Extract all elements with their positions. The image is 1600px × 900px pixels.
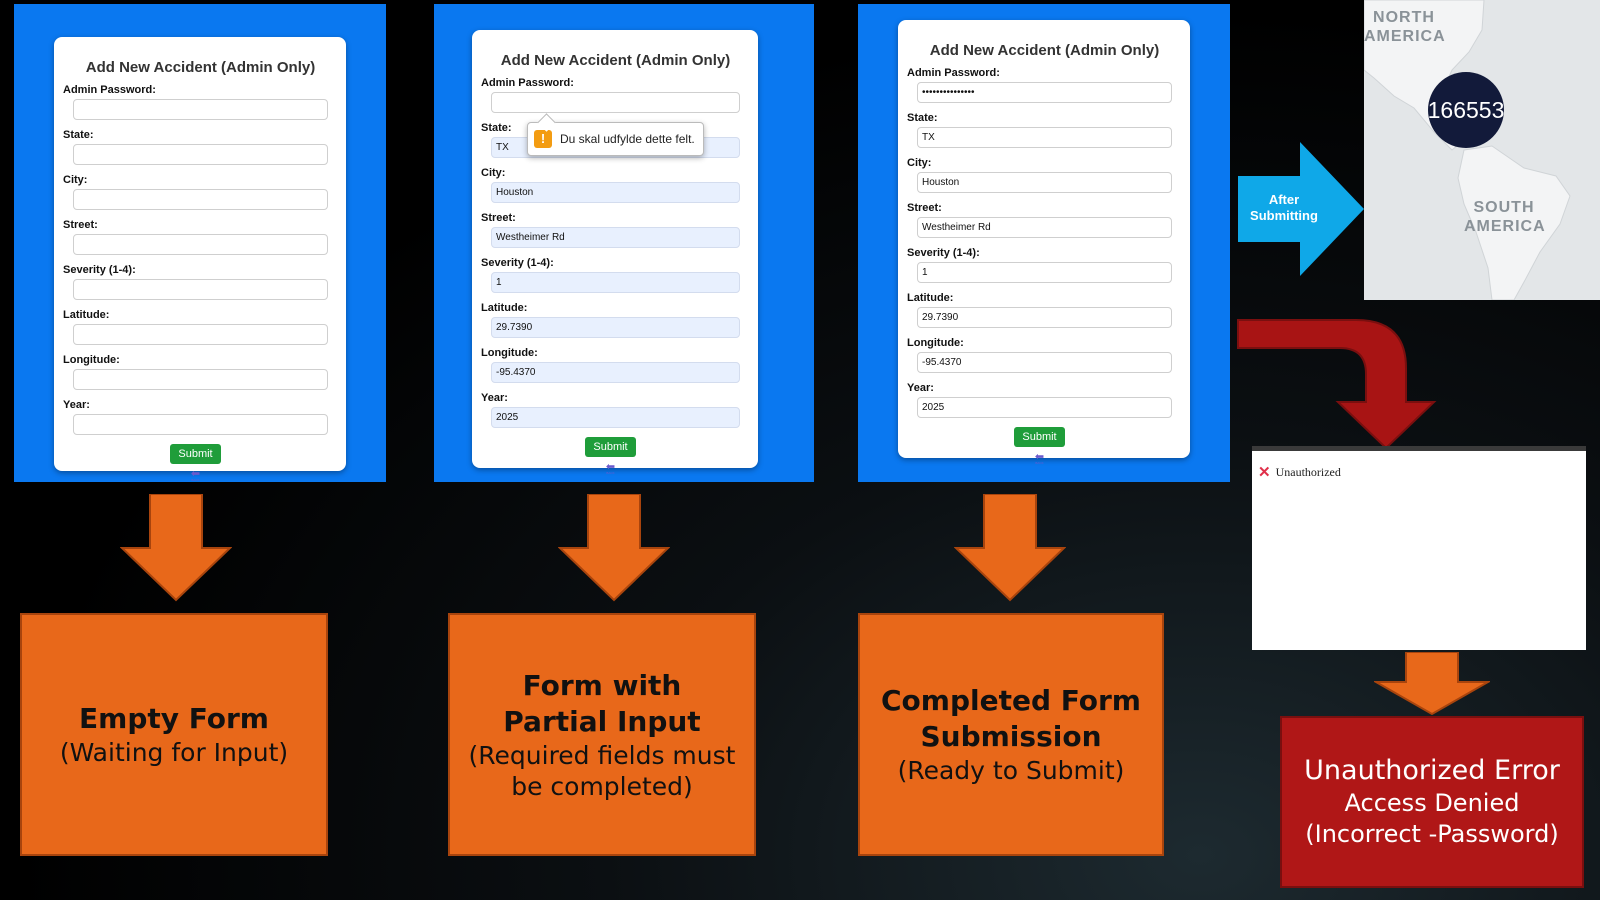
year-label: Year: <box>63 399 90 411</box>
down-arrow-2 <box>558 494 670 602</box>
city-field[interactable]: Houston <box>491 182 740 203</box>
street-label: Street: <box>63 219 98 231</box>
submit-button[interactable]: Submit <box>1014 427 1065 447</box>
latitude-label: Latitude: <box>481 302 528 314</box>
accident-cluster-marker[interactable]: 166553 <box>1428 72 1504 148</box>
required-field-tooltip: ! Du skal udfylde dette felt. <box>527 122 704 156</box>
caption-title: Empty Form <box>79 702 269 735</box>
street-field[interactable]: Westheimer Rd <box>917 217 1172 238</box>
severity-field[interactable]: 1 <box>491 272 740 293</box>
error-title: Unauthorized Error <box>1304 755 1560 786</box>
longitude-field[interactable] <box>73 369 328 390</box>
latitude-field[interactable]: 29.7390 <box>491 317 740 338</box>
password-field[interactable] <box>73 99 328 120</box>
caption-title: Form with Partial Input <box>503 668 701 738</box>
caption-subtitle: (Waiting for Input) <box>59 738 289 767</box>
longitude-label: Longitude: <box>63 354 120 366</box>
south-america-label: SOUTH AMERICA <box>1464 199 1546 235</box>
caption-subtitle: (Required fields must be completed) <box>468 740 736 801</box>
unauthorized-error-caption: Unauthorized Error Access Denied (Incorr… <box>1280 716 1584 888</box>
street-label: Street: <box>907 202 942 214</box>
password-label: Admin Password: <box>481 77 574 89</box>
partial-form-card: Add New Accident (Admin Only) Admin Pass… <box>472 30 758 475</box>
back-button[interactable]: ⬅ BACK <box>188 468 204 484</box>
year-field[interactable]: 2025 <box>491 407 740 428</box>
year-field[interactable]: 2025 <box>917 397 1172 418</box>
unauthorized-text: Unauthorized <box>1275 464 1341 479</box>
form-title: Add New Accident (Admin Only) <box>500 52 731 69</box>
accident-map[interactable]: NORTH AMERICA SOUTH AMERICA 166553 <box>1364 0 1600 300</box>
back-button[interactable]: ⬅ BACK <box>603 461 619 477</box>
latitude-label: Latitude: <box>63 309 110 321</box>
state-label: State: <box>63 129 94 141</box>
curved-down-arrow <box>1237 319 1437 450</box>
latitude-field[interactable] <box>73 324 328 345</box>
longitude-field[interactable]: -95.4370 <box>917 352 1172 373</box>
form-title: Add New Accident (Admin Only) <box>929 42 1160 59</box>
severity-field[interactable]: 1 <box>917 262 1172 283</box>
latitude-field[interactable]: 29.7390 <box>917 307 1172 328</box>
back-label: BACK <box>1035 461 1044 465</box>
severity-label: Severity (1-4): <box>481 257 554 269</box>
severity-field[interactable] <box>73 279 328 300</box>
state-field[interactable] <box>73 144 328 165</box>
street-field[interactable] <box>73 234 328 255</box>
submit-button[interactable]: Submit <box>170 444 221 464</box>
state-field[interactable]: TX <box>917 127 1172 148</box>
caption-subtitle: (Ready to Submit) <box>897 756 1125 785</box>
city-field[interactable] <box>73 189 328 210</box>
year-label: Year: <box>481 392 508 404</box>
caption-empty-form: Empty Form (Waiting for Input) <box>20 613 328 856</box>
complete-form-card: Add New Accident (Admin Only) Admin Pass… <box>898 20 1190 465</box>
city-label: City: <box>63 174 88 186</box>
back-label: BACK <box>191 478 200 482</box>
severity-label: Severity (1-4): <box>907 247 980 259</box>
error-line-2: Access Denied <box>1344 789 1520 817</box>
back-label: BACK <box>606 471 615 475</box>
submit-button[interactable]: Submit <box>585 437 636 457</box>
unauthorized-page-screenshot: ✕ Unauthorized <box>1252 446 1586 650</box>
form-title: Add New Accident (Admin Only) <box>85 59 316 76</box>
state-label: State: <box>907 112 938 124</box>
city-label: City: <box>481 167 506 179</box>
warning-icon: ! <box>534 130 552 148</box>
year-label: Year: <box>907 382 934 394</box>
latitude-label: Latitude: <box>907 292 954 304</box>
back-arrow-icon: ⬅ <box>605 461 616 473</box>
longitude-label: Longitude: <box>907 337 964 349</box>
north-america-label: NORTH AMERICA <box>1364 9 1446 45</box>
close-icon: ✕ <box>1258 464 1271 481</box>
back-button[interactable]: ⬅ BACK <box>1032 451 1048 467</box>
street-label: Street: <box>481 212 516 224</box>
down-arrow-error <box>1374 652 1490 716</box>
city-label: City: <box>907 157 932 169</box>
caption-title: Completed Form Submission <box>881 684 1141 753</box>
street-field[interactable]: Westheimer Rd <box>491 227 740 248</box>
down-arrow-3 <box>954 494 1066 602</box>
password-label: Admin Password: <box>63 84 156 96</box>
after-submitting-label: After Submitting <box>1250 192 1318 223</box>
unauthorized-message: ✕ Unauthorized <box>1258 463 1586 481</box>
password-field[interactable]: ••••••••••••••• <box>917 82 1172 103</box>
empty-form-card: Add New Accident (Admin Only) Admin Pass… <box>54 37 346 482</box>
state-label: State: <box>481 122 512 134</box>
empty-form-screenshot: Add New Accident (Admin Only) Admin Pass… <box>14 4 386 482</box>
password-label: Admin Password: <box>907 67 1000 79</box>
year-field[interactable] <box>73 414 328 435</box>
caption-complete-form: Completed Form Submission (Ready to Subm… <box>858 613 1164 856</box>
longitude-label: Longitude: <box>481 347 538 359</box>
tooltip-text: Du skal udfylde dette felt. <box>560 132 695 146</box>
back-arrow-icon: ⬅ <box>190 468 201 480</box>
password-field[interactable] <box>491 92 740 113</box>
partial-form-screenshot: Add New Accident (Admin Only) Admin Pass… <box>434 4 814 482</box>
after-submitting-arrow <box>1238 142 1364 276</box>
longitude-field[interactable]: -95.4370 <box>491 362 740 383</box>
severity-label: Severity (1-4): <box>63 264 136 276</box>
city-field[interactable]: Houston <box>917 172 1172 193</box>
down-arrow-1 <box>120 494 232 602</box>
error-line-3: (Incorrect -Password) <box>1305 820 1559 848</box>
back-arrow-icon: ⬅ <box>1034 451 1045 463</box>
caption-partial-form: Form with Partial Input (Required fields… <box>448 613 756 856</box>
complete-form-screenshot: Add New Accident (Admin Only) Admin Pass… <box>858 4 1230 482</box>
